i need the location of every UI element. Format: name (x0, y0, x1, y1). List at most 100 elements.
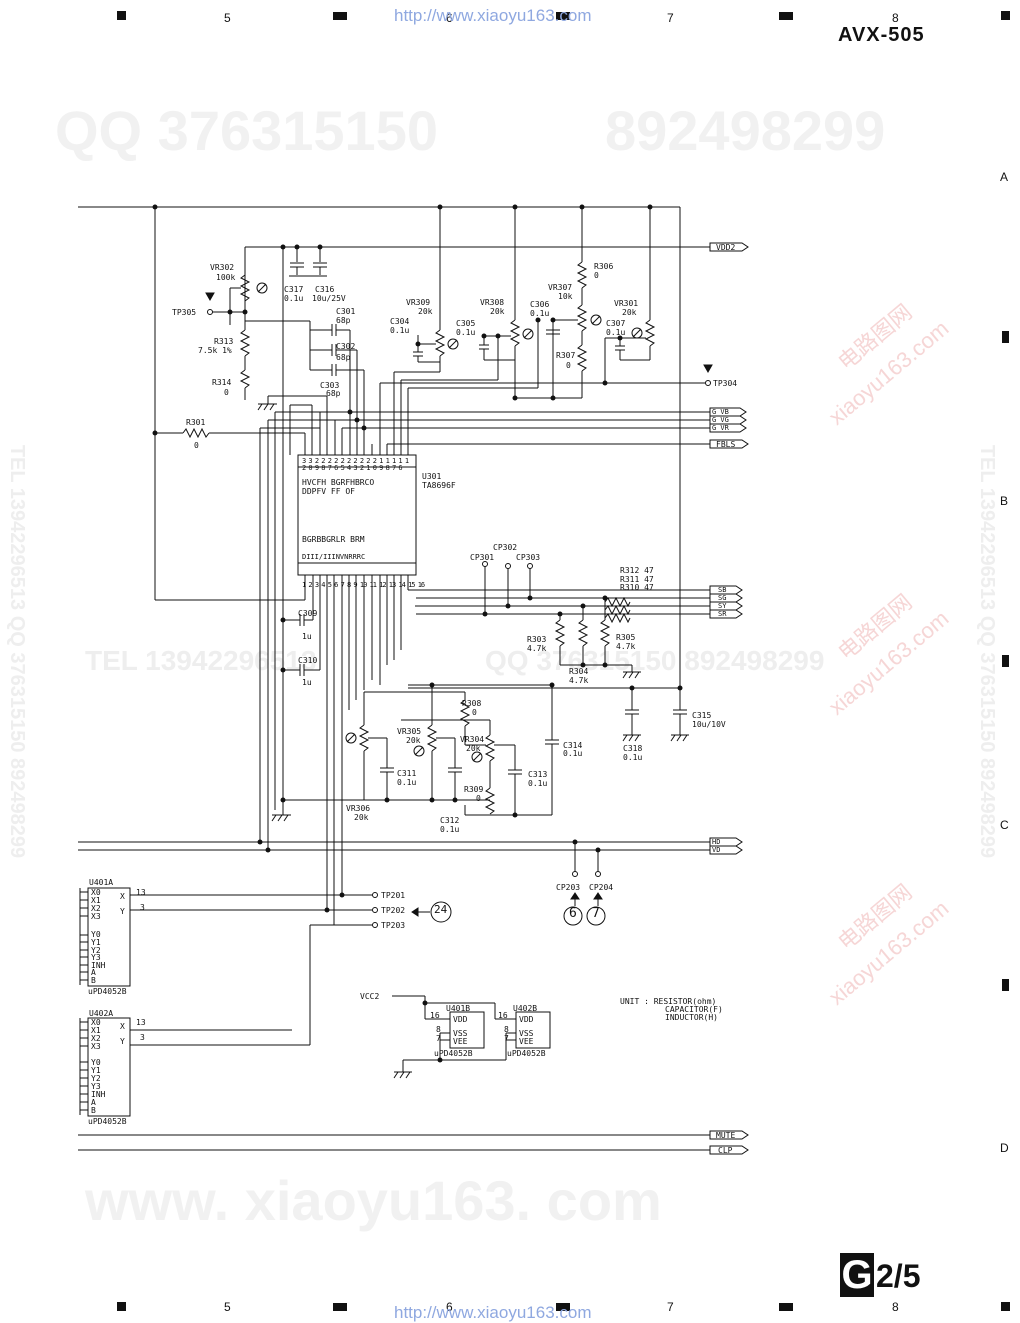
u402a-pin-x2: X2 (91, 1034, 101, 1043)
header-url[interactable]: http://www.xiaoyu163.com (394, 6, 592, 25)
sheet-fraction: 2/5 (876, 1258, 921, 1294)
label-u402a-part: uPD4052B (88, 1117, 127, 1126)
u401a-pin-inh: INH (91, 961, 106, 970)
ic-pin-numbers-bottom: 1 2 3 4 5 6 7 8 9 10 11 12 13 14 15 16 (302, 581, 425, 589)
u402a-pin-inh: INH (91, 1090, 106, 1099)
label-r309-value: 0 (476, 794, 481, 803)
u402a-pin-y: Y (120, 1037, 125, 1046)
row-letter-c: C (1000, 818, 1009, 832)
label-c312-value: 0.1u (440, 825, 460, 834)
note-unit: UNIT : RESISTOR(ohm) (620, 997, 717, 1006)
label-c310-value: 1u (302, 678, 312, 687)
label-r314-value: 0 (224, 388, 229, 397)
label-c315-value: 10u/10V (692, 720, 726, 729)
frame-mark-bottom-1 (117, 1302, 126, 1311)
label-tp202: TP202 (381, 906, 406, 915)
u401a-pin-y: Y (120, 907, 125, 916)
column-number-5-bottom: 5 (224, 1300, 231, 1314)
connector-mute: MUTE (716, 1131, 736, 1140)
label-c316-value: 10u/25V (312, 294, 346, 303)
label-c317-value: 0.1u (284, 294, 304, 303)
column-number-8-top: 8 (892, 11, 899, 25)
model-name: AVX-505 (838, 24, 925, 46)
frame-mark-top-4 (779, 12, 793, 20)
connector-hd: HD (712, 838, 721, 846)
label-vr307-value: 10k (558, 292, 573, 301)
frame-mark-bottom-5 (1001, 1302, 1010, 1311)
label-c316: C316 (315, 285, 335, 294)
label-tp203: TP203 (381, 921, 406, 930)
connector-sg: SG (718, 594, 727, 602)
u402b-pin-vee: VEE (519, 1037, 534, 1046)
connector-clp: CLP (718, 1146, 733, 1155)
junctions (152, 204, 683, 1063)
u401b-pin-vee: VEE (453, 1037, 468, 1046)
label-c312: C312 (440, 816, 460, 825)
label-r308: R308 (462, 699, 482, 708)
frame-mark-top-5 (1001, 11, 1010, 20)
ic-pin-func-top: HVCFH BGRFHBRCO (302, 478, 375, 487)
label-vr308-value: 20k (490, 307, 505, 316)
label-cp302: CP302 (493, 543, 518, 552)
ref-7: 7 (592, 906, 600, 921)
label-vr301-value: 20k (622, 308, 637, 317)
label-vr309: VR309 (406, 298, 431, 307)
label-r304: R304 (569, 667, 589, 676)
label-r303: R303 (527, 635, 547, 644)
u402a-pin-y1: Y1 (91, 1066, 101, 1075)
u402a-pin-y0: Y0 (91, 1058, 101, 1067)
label-c306-value: 0.1u (530, 309, 550, 318)
label-c311: C311 (397, 769, 417, 778)
label-c304-value: 0.1u (390, 326, 410, 335)
label-c318: C318 (623, 744, 643, 753)
label-vcc2: VCC2 (360, 992, 380, 1001)
u402a-pin-x1: X1 (91, 1026, 101, 1035)
label-r306-value: 0 (594, 271, 599, 280)
watermark-qq: QQ 376315150 (55, 99, 438, 162)
connector-fbls: FBLS (716, 440, 736, 449)
label-c305-value: 0.1u (456, 328, 476, 337)
label-c317: C317 (284, 285, 304, 294)
label-c302: C302 (336, 342, 356, 351)
connector-sy: SY (718, 602, 727, 610)
label-c309: C309 (298, 609, 318, 618)
label-c304: C304 (390, 317, 410, 326)
u402a-pin-y3: Y3 (91, 1082, 101, 1091)
label-u401b: U401B (446, 1004, 471, 1013)
frame-mark-bottom-4 (779, 1303, 793, 1311)
connector-g-vr: G VR (712, 424, 729, 432)
u401a-pin-x: X (120, 892, 125, 901)
u401a-pin-y1: Y1 (91, 938, 101, 947)
label-r307: R307 (556, 351, 576, 360)
connector-g-vb: G VB (712, 408, 729, 416)
label-r312: R312 47 (620, 566, 654, 575)
label-c318-value: 0.1u (623, 753, 643, 762)
sheet-letter: G (840, 1253, 874, 1297)
label-c310: C310 (298, 656, 318, 665)
label-c301: C301 (336, 307, 356, 316)
column-number-7-top: 7 (667, 11, 674, 25)
frame-mark-right-1 (1002, 331, 1009, 343)
label-vr305: VR305 (397, 727, 422, 736)
u401b-pin-vss: VSS (453, 1029, 468, 1038)
u402a-pin-y2: Y2 (91, 1074, 101, 1083)
label-u301-part: TA8696F (422, 481, 456, 490)
watermark-site: www. xiaoyu163. com (85, 1169, 662, 1232)
label-r307-value: 0 (566, 361, 571, 370)
label-tp304: TP304 (713, 379, 738, 388)
frame-mark-right-3 (1002, 979, 1009, 991)
label-r313-value: 7.5k 1% (198, 346, 232, 355)
label-tp305: TP305 (172, 308, 197, 317)
frame-mark-top-3 (556, 12, 570, 20)
label-cp203: CP203 (556, 883, 581, 892)
label-cp301: CP301 (470, 553, 495, 562)
footer-url[interactable]: http://www.xiaoyu163.com (394, 1303, 592, 1322)
label-vr302-value: 100k (216, 273, 236, 282)
column-number-6-top: 6 (446, 11, 453, 25)
label-c305: C305 (456, 319, 476, 328)
u402b-pin-8: 8 (504, 1025, 509, 1034)
ic-pin-numbers-top-2: 2 0 9 8 7 6 5 4 3 2 1 0 9 8 7 6 (302, 464, 403, 472)
u401b-pin-16: 16 (430, 1011, 440, 1020)
label-cp303: CP303 (516, 553, 541, 562)
label-c307: C307 (606, 319, 626, 328)
